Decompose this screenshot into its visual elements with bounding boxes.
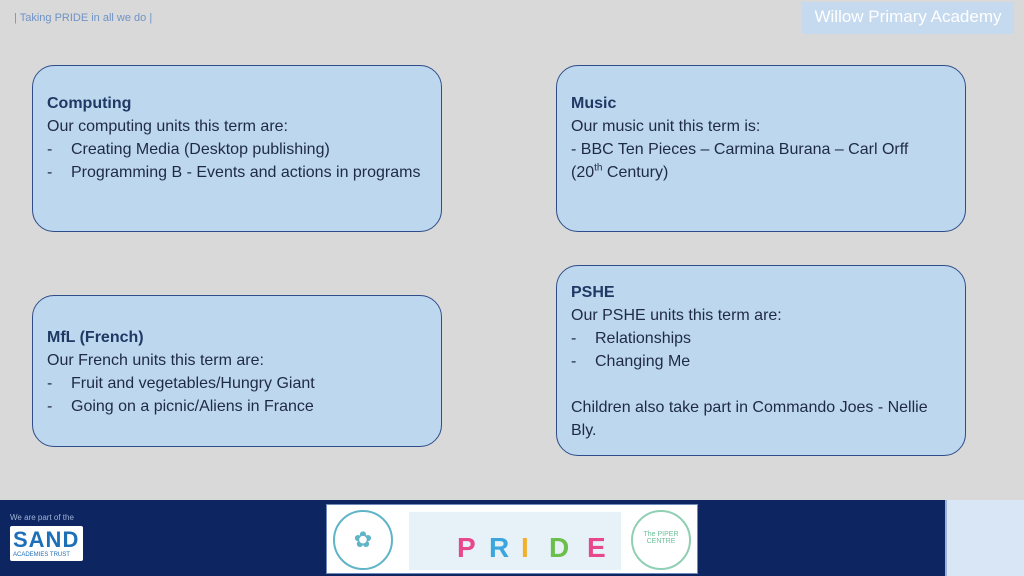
- list-item: -Creating Media (Desktop publishing): [47, 141, 330, 158]
- pride-letter: D: [549, 532, 570, 563]
- footer-bar: We are part of the SAND ACADEMIES TRUST …: [0, 500, 1024, 576]
- list-item: -Changing Me: [571, 353, 691, 370]
- pride-letter: P: [457, 532, 476, 563]
- willow-tree-icon: ✿: [333, 510, 393, 570]
- pshe-intro: Our PSHE units this term are:: [571, 307, 782, 324]
- music-century: (20th Century): [571, 162, 669, 181]
- pshe-list: -Relationships -Changing Me: [571, 327, 951, 373]
- school-name: Willow Primary Academy: [802, 2, 1014, 34]
- computing-card: Computing Our computing units this term …: [32, 65, 442, 232]
- music-intro: Our music unit this term is:: [571, 118, 761, 135]
- pshe-card: PSHE Our PSHE units this term are: -Rela…: [556, 265, 966, 456]
- tagline: | Taking PRIDE in all we do |: [14, 12, 153, 24]
- sand-word: SAND: [13, 527, 80, 552]
- list-item: -Relationships: [571, 330, 692, 347]
- list-item: -Going on a picnic/Aliens in France: [47, 398, 314, 415]
- list-item: -Programming B - Events and actions in p…: [47, 164, 421, 181]
- list-item: -Fruit and vegetables/Hungry Giant: [47, 375, 315, 392]
- part-of-label: We are part of the: [10, 513, 74, 522]
- pshe-heading: PSHE: [571, 284, 615, 301]
- music-heading: Music: [571, 95, 617, 112]
- piper-centre-logo: The PIPER CENTRE: [631, 510, 691, 570]
- pride-logo: P R I D E: [409, 512, 621, 570]
- music-card: Music Our music unit this term is: - BBC…: [556, 65, 966, 232]
- mfl-list: -Fruit and vegetables/Hungry Giant -Goin…: [47, 372, 427, 418]
- computing-heading: Computing: [47, 95, 132, 112]
- pride-letter: I: [521, 532, 529, 563]
- computing-intro: Our computing units this term are:: [47, 118, 288, 135]
- logo-strip: ✿ P R I D E The PIPER CENTRE: [326, 504, 698, 574]
- sand-subtitle: ACADEMIES TRUST: [13, 552, 70, 558]
- mfl-intro: Our French units this term are:: [47, 352, 264, 369]
- pshe-note: Children also take part in Commando Joes…: [571, 399, 928, 439]
- pride-letter: E: [587, 532, 606, 563]
- mfl-heading: MfL (French): [47, 329, 144, 346]
- pride-letter: R: [489, 532, 510, 563]
- sand-logo: SAND ACADEMIES TRUST: [10, 526, 83, 561]
- computing-list: -Creating Media (Desktop publishing) -Pr…: [47, 138, 427, 184]
- corner-panel: [945, 500, 1024, 576]
- mfl-card: MfL (French) Our French units this term …: [32, 295, 442, 447]
- music-line: - BBC Ten Pieces – Carmina Burana – Carl…: [571, 141, 909, 158]
